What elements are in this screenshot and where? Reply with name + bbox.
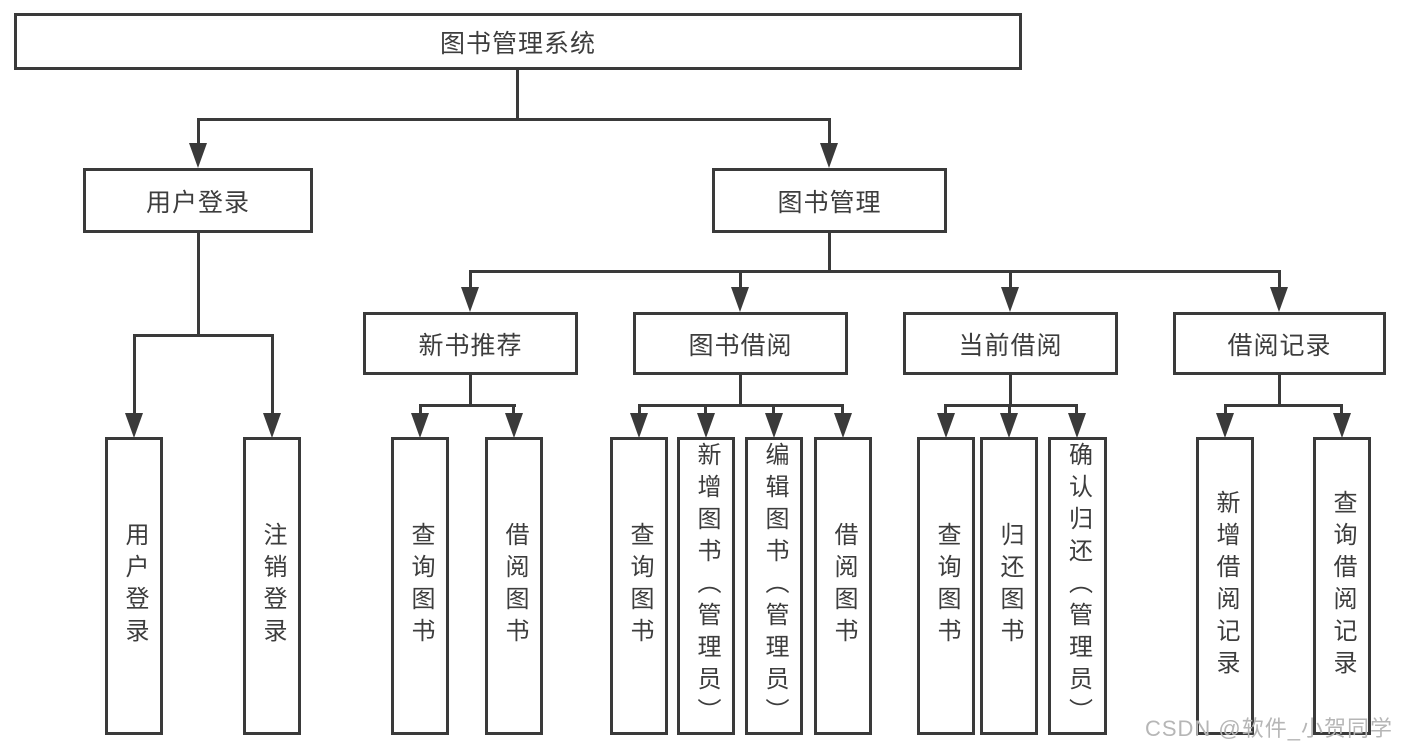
- leaf-borrow-books-label: 借阅图书: [501, 522, 528, 650]
- leaf-user-login-label: 用户登录: [121, 522, 148, 650]
- arrow-down-icon: [411, 413, 429, 438]
- connector-branch: [638, 404, 844, 407]
- node-borrowing-records-label: 借阅记录: [1227, 331, 1332, 360]
- connector-user-login-drop: [197, 233, 200, 336]
- leaf-edit-books-admin-label: 编辑图书（管理员）: [761, 442, 788, 730]
- connector-stub-user-login: [197, 118, 200, 148]
- leaf-add-borrow-record: 新增借阅记录: [1196, 437, 1254, 735]
- connector-stub-leaf: [271, 334, 274, 414]
- leaf-borrow-books-recommend: 借阅图书: [485, 437, 543, 735]
- leaf-query-books-current: 查询图书: [917, 437, 975, 735]
- node-new-book-recommend: 新书推荐: [363, 312, 578, 375]
- arrow-down-icon: [1068, 413, 1086, 438]
- arrow-down-icon: [189, 143, 207, 168]
- leaf-user-login: 用户登录: [105, 437, 163, 735]
- arrow-down-icon: [765, 413, 783, 438]
- node-book-borrowing-label: 图书借阅: [688, 331, 793, 360]
- node-book-borrowing: 图书借阅: [633, 312, 848, 375]
- leaf-query-borrow-record: 查询借阅记录: [1313, 437, 1371, 735]
- leaf-return-books: 归还图书: [980, 437, 1038, 735]
- connector-drop: [1278, 375, 1281, 407]
- node-user-login-label: 用户登录: [145, 188, 250, 217]
- connector-stub-level3: [739, 272, 742, 290]
- connector-branch: [419, 404, 516, 407]
- leaf-add-books-admin-label: 新增图书（管理员）: [693, 442, 720, 730]
- connector-drop: [1009, 375, 1012, 407]
- connector-stub-leaf: [704, 404, 707, 416]
- node-new-book-recommend-label: 新书推荐: [418, 331, 523, 360]
- connector-stub-book-mgmt: [828, 118, 831, 148]
- connector-root-drop: [516, 70, 519, 118]
- connector-stub-leaf: [1075, 404, 1078, 416]
- node-book-management-label: 图书管理: [777, 188, 882, 217]
- arrow-down-icon: [263, 413, 281, 438]
- connector-user-login-branch: [133, 334, 274, 337]
- leaf-add-borrow-record-label: 新增借阅记录: [1212, 490, 1239, 682]
- leaf-borrow-books: 借阅图书: [814, 437, 872, 735]
- leaf-confirm-return-admin-label: 确认归还（管理员）: [1064, 442, 1092, 730]
- connector-branch: [1224, 404, 1343, 407]
- node-user-login: 用户登录: [83, 168, 313, 233]
- connector-drop: [469, 375, 472, 407]
- connector-stub-leaf: [512, 404, 515, 416]
- arrow-down-icon: [461, 287, 479, 312]
- arrow-down-icon: [937, 413, 955, 438]
- arrow-down-icon: [731, 287, 749, 312]
- connector-stub-leaf: [841, 404, 844, 416]
- leaf-query-books-borrowing: 查询图书: [610, 437, 668, 735]
- connector-stub-level3: [469, 272, 472, 290]
- arrow-down-icon: [505, 413, 523, 438]
- connector-branch: [944, 404, 1078, 407]
- arrow-down-icon: [820, 143, 838, 168]
- leaf-edit-books-admin: 编辑图书（管理员）: [745, 437, 803, 735]
- leaf-query-books-label: 查询图书: [407, 522, 434, 650]
- node-borrowing-records: 借阅记录: [1173, 312, 1386, 375]
- connector-stub-leaf: [1008, 404, 1011, 416]
- connector-stub-leaf: [944, 404, 947, 416]
- node-current-borrowing-label: 当前借阅: [958, 331, 1063, 360]
- connector-drop: [739, 375, 742, 407]
- arrow-down-icon: [1333, 413, 1351, 438]
- arrow-down-icon: [125, 413, 143, 438]
- leaf-borrow-books-label: 借阅图书: [830, 522, 857, 650]
- connector-level3-branch: [469, 270, 1281, 273]
- connector-stub-leaf: [772, 404, 775, 416]
- connector-book-mgmt-drop: [828, 233, 831, 272]
- leaf-logout: 注销登录: [243, 437, 301, 735]
- node-book-management: 图书管理: [712, 168, 947, 233]
- connector-stub-leaf: [133, 334, 136, 414]
- arrow-down-icon: [1000, 413, 1018, 438]
- connector-stub-leaf: [1340, 404, 1343, 416]
- leaf-query-borrow-record-label: 查询借阅记录: [1329, 490, 1356, 682]
- leaf-logout-label: 注销登录: [259, 522, 286, 650]
- leaf-query-books-recommend: 查询图书: [391, 437, 449, 735]
- arrow-down-icon: [1001, 287, 1019, 312]
- leaf-return-books-label: 归还图书: [996, 522, 1023, 650]
- leaf-confirm-return-admin: 确认归还（管理员）: [1048, 437, 1107, 735]
- arrow-down-icon: [697, 413, 715, 438]
- leaf-add-books-admin: 新增图书（管理员）: [677, 437, 735, 735]
- node-current-borrowing: 当前借阅: [903, 312, 1118, 375]
- arrow-down-icon: [834, 413, 852, 438]
- arrow-down-icon: [630, 413, 648, 438]
- connector-stub-level3: [1009, 272, 1012, 290]
- arrow-down-icon: [1270, 287, 1288, 312]
- leaf-query-books-label: 查询图书: [933, 522, 960, 650]
- arrow-down-icon: [1216, 413, 1234, 438]
- connector-stub-leaf: [419, 404, 422, 416]
- node-library-system: 图书管理系统: [14, 13, 1022, 70]
- connector-level2-branch: [197, 118, 831, 121]
- csdn-watermark: CSDN @软件_小贺同学: [1144, 716, 1393, 741]
- connector-stub-leaf: [1224, 404, 1227, 416]
- connector-stub-level3: [1278, 272, 1281, 290]
- leaf-query-books-label: 查询图书: [626, 522, 653, 650]
- node-library-system-label: 图书管理系统: [439, 29, 596, 58]
- connector-stub-leaf: [638, 404, 641, 416]
